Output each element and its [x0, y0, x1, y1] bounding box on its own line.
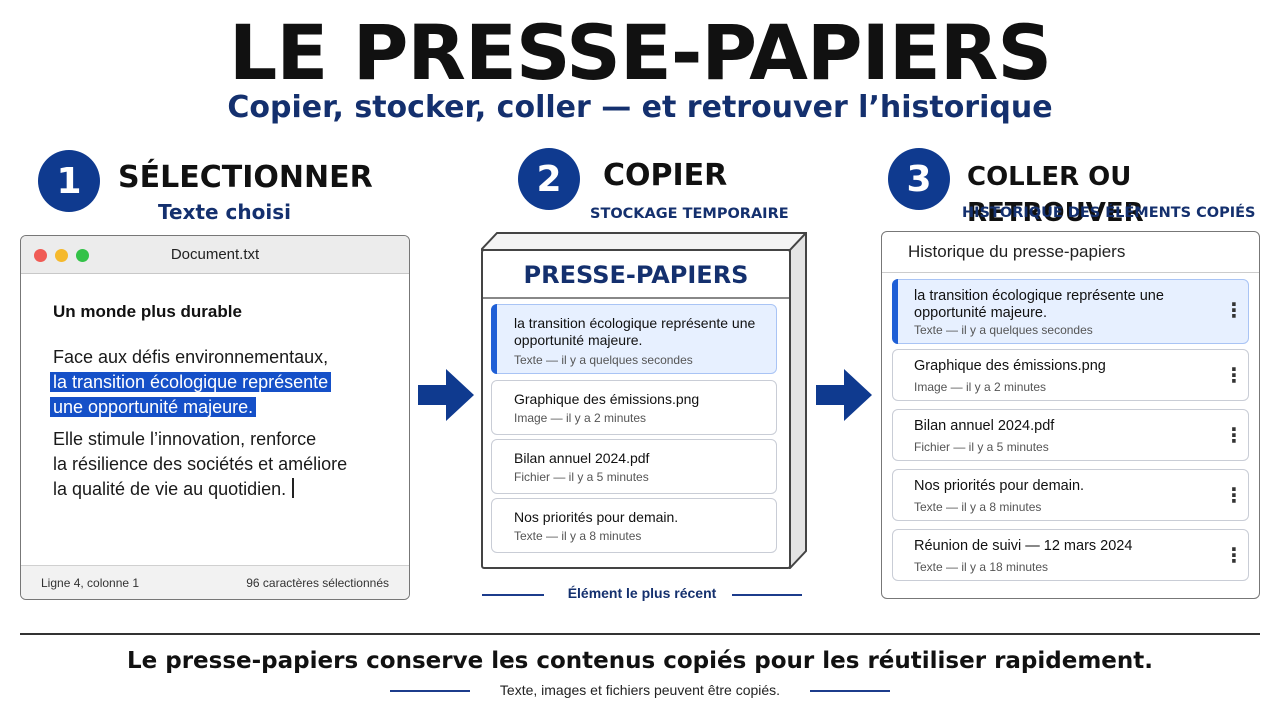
- footer-divider: [20, 633, 1260, 635]
- history-item[interactable]: la transition écologique représente une …: [892, 279, 1249, 344]
- history-header: Historique du presse-papiers: [908, 242, 1126, 261]
- minimize-window-icon[interactable]: [55, 249, 68, 262]
- history-item-text: la transition écologique représente une …: [914, 288, 1164, 321]
- clipboard-item-meta: Texte — il y a quelques secondes: [514, 353, 693, 367]
- clipboard-item[interactable]: Nos priorités pour demain. Texte — il y …: [491, 498, 777, 553]
- more-options-icon[interactable]: ⋮: [1224, 365, 1244, 387]
- divider: [482, 594, 544, 596]
- footer-summary: Le presse-papiers conserve les contenus …: [126, 648, 1154, 674]
- step-1-subtitle: Texte choisi: [158, 200, 291, 224]
- history-item[interactable]: Bilan annuel 2024.pdf Fichier — il y a 5…: [892, 409, 1249, 461]
- document-line: Face aux défis environnementaux,: [53, 347, 329, 367]
- selected-text-line[interactable]: une opportunité majeure.: [50, 395, 393, 420]
- more-options-icon[interactable]: ⋮: [1224, 485, 1244, 507]
- history-item-text: Bilan annuel 2024.pdf: [914, 418, 1055, 434]
- step-2-number: 2: [518, 148, 580, 210]
- window-titlebar: Document.txt: [21, 236, 409, 274]
- page-subtitle: Copier, stocker, coller — et retrouver l…: [227, 90, 1053, 125]
- document-line: Elle stimule l’innovation, renforce: [53, 429, 317, 449]
- clipboard-item-meta: Texte — il y a 8 minutes: [514, 529, 642, 543]
- clipboard-title: PRESSE-PAPIERS: [523, 261, 749, 289]
- divider: [810, 690, 890, 692]
- clipboard-item-meta: Fichier — il y a 5 minutes: [514, 470, 649, 484]
- selection-count: 96 caractères sélectionnés: [246, 576, 389, 590]
- clipboard-box: PRESSE-PAPIERS la transition écologique …: [481, 249, 791, 569]
- step-3-title: COLLER OU RETROUVER: [967, 162, 1144, 228]
- document-window: Document.txt Un monde plus durable Face …: [20, 235, 410, 600]
- more-options-icon[interactable]: ⋮: [1224, 300, 1244, 322]
- history-item-meta: Texte — il y a 18 minutes: [914, 560, 1049, 574]
- divider: [390, 690, 470, 692]
- clipboard-item-text: Graphique des émissions.png: [514, 391, 700, 407]
- step-1-number: 1: [38, 150, 100, 212]
- step-3-number: 3: [888, 148, 950, 210]
- step-2-subtitle: STOCKAGE TEMPORAIRE: [590, 206, 789, 222]
- history-item-meta: Texte — il y a 8 minutes: [914, 500, 1042, 514]
- divider: [483, 297, 789, 299]
- history-item-meta: Fichier — il y a 5 minutes: [914, 440, 1049, 454]
- arrow-right-icon: [418, 369, 474, 421]
- text-cursor: [292, 478, 295, 498]
- clipboard-history-panel: Historique du presse-papiers la transiti…: [881, 231, 1260, 599]
- selected-text-line[interactable]: la transition écologique représente: [50, 370, 393, 395]
- document-filename: Document.txt: [170, 246, 260, 263]
- cursor-position: Ligne 4, colonne 1: [41, 576, 140, 590]
- step-1-title: SÉLECTIONNER: [118, 160, 373, 195]
- footer-note: Texte, images et fichiers peuvent être c…: [499, 682, 781, 698]
- document-text-area[interactable]: Un monde plus durable Face aux défis env…: [50, 302, 393, 502]
- clipboard-item-text: Nos priorités pour demain.: [514, 509, 679, 525]
- step-3-subtitle: HISTORIQUE DES ÉLÉMENTS COPIÉS: [962, 205, 1256, 221]
- history-item-text: Nos priorités pour demain.: [914, 478, 1085, 494]
- more-options-icon[interactable]: ⋮: [1224, 545, 1244, 567]
- history-item-meta: Image — il y a 2 minutes: [914, 380, 1047, 394]
- history-item[interactable]: Nos priorités pour demain. Texte — il y …: [892, 469, 1249, 521]
- divider: [732, 594, 802, 596]
- clipboard-item[interactable]: la transition écologique représente une …: [491, 304, 777, 374]
- most-recent-label: Élément le plus récent: [567, 585, 717, 601]
- clipboard-item-text: la transition écologique représente une …: [514, 315, 756, 348]
- divider: [882, 272, 1259, 273]
- maximize-window-icon[interactable]: [76, 249, 89, 262]
- history-item-text: Graphique des émissions.png: [914, 358, 1106, 374]
- more-options-icon[interactable]: ⋮: [1224, 425, 1244, 447]
- box-depth-side: [789, 232, 807, 569]
- close-window-icon[interactable]: [34, 249, 47, 262]
- history-item[interactable]: Graphique des émissions.png Image — il y…: [892, 349, 1249, 401]
- clipboard-item-meta: Image — il y a 2 minutes: [514, 411, 647, 425]
- document-line: la qualité de vie au quotidien.: [53, 477, 393, 502]
- clipboard-item[interactable]: Graphique des émissions.png Image — il y…: [491, 380, 777, 435]
- history-item-meta: Texte — il y a quelques secondes: [914, 323, 1093, 337]
- history-item[interactable]: Réunion de suivi — 12 mars 2024 Texte — …: [892, 529, 1249, 581]
- step-2-title: COPIER: [603, 158, 728, 193]
- page-title: LE PRESSE-PAPIERS: [228, 8, 1052, 97]
- history-item-text: Réunion de suivi — 12 mars 2024: [914, 538, 1133, 554]
- status-bar: Ligne 4, colonne 1 96 caractères sélecti…: [21, 565, 409, 599]
- document-heading: Un monde plus durable: [53, 302, 242, 321]
- document-line: la résilience des sociétés et améliore: [53, 454, 348, 474]
- clipboard-item-text: Bilan annuel 2024.pdf: [514, 450, 650, 466]
- clipboard-item[interactable]: Bilan annuel 2024.pdf Fichier — il y a 5…: [491, 439, 777, 494]
- arrow-right-icon: [816, 369, 872, 421]
